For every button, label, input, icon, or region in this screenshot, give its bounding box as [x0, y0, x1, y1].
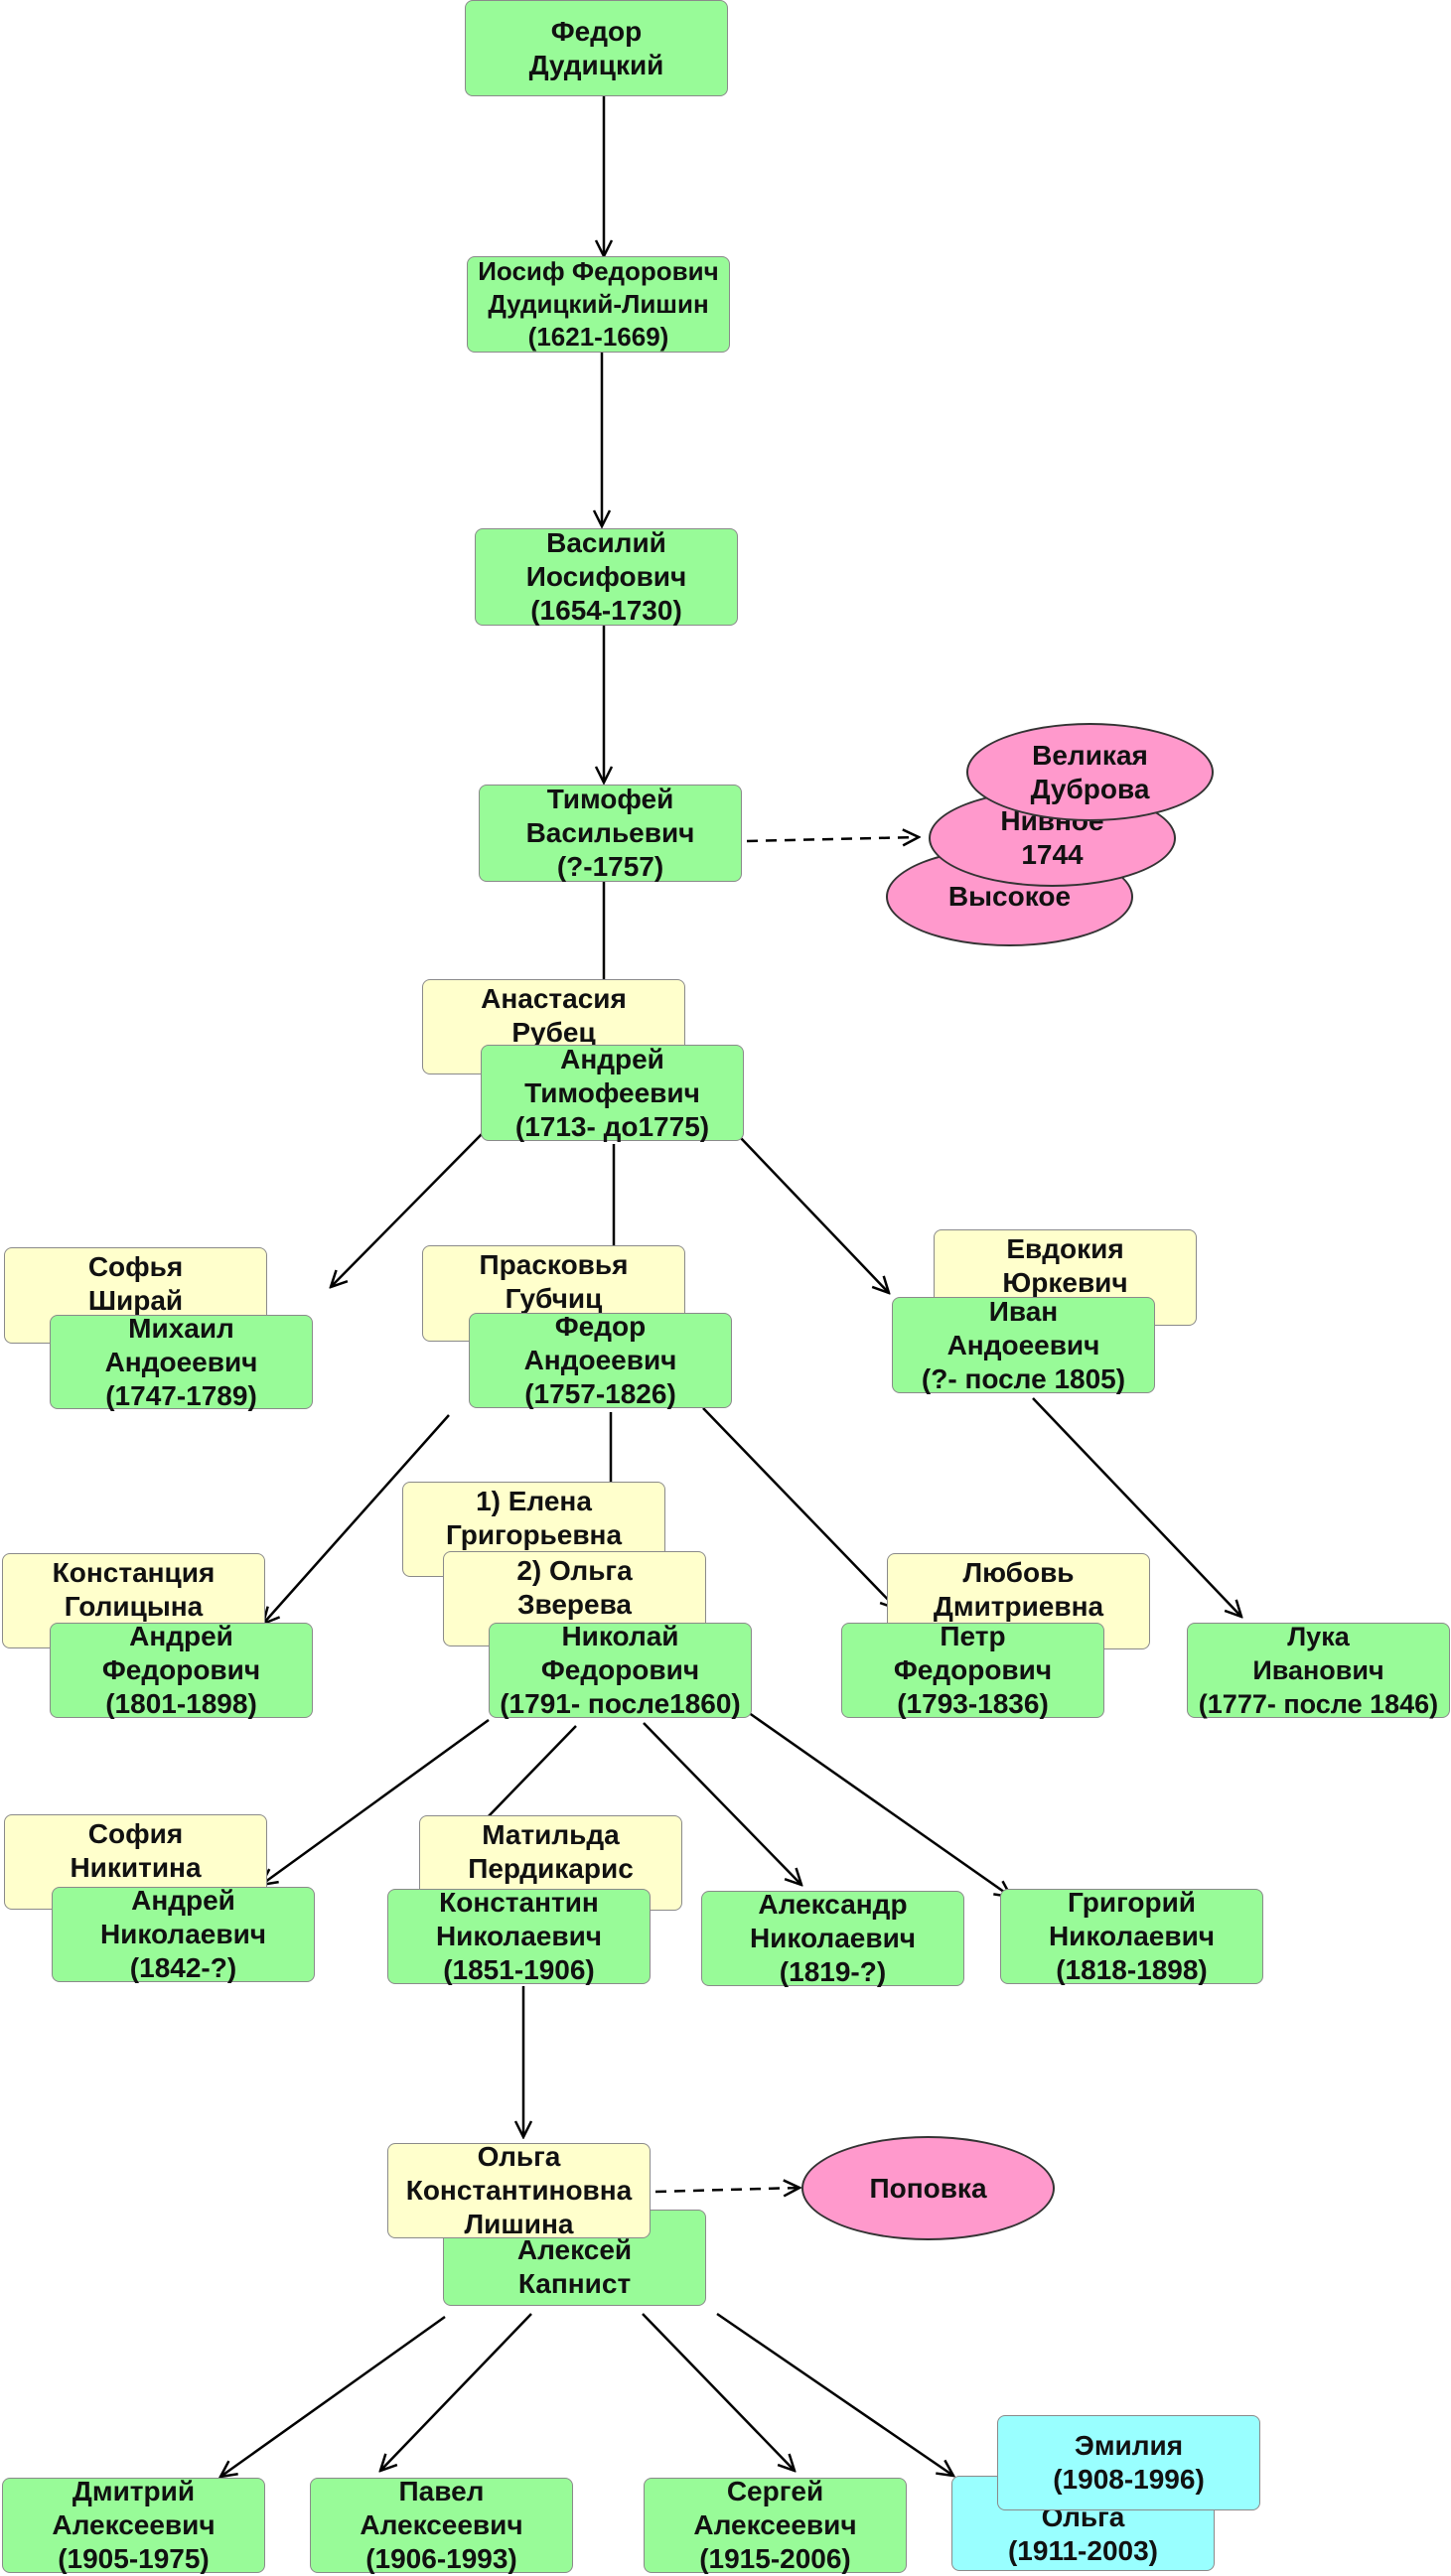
- spouse-praskovya: Прасковья Губчиц: [422, 1245, 685, 1342]
- arrow-aleksey-to-pavel: [380, 2313, 532, 2471]
- arrow-ivan-to-luka: [1032, 1397, 1241, 1617]
- person-nikolay: Николай Федорович (1791- после1860): [489, 1621, 752, 1719]
- place-popovka: Поповка: [801, 2136, 1055, 2240]
- arrow-aleksey-to-sergey: [642, 2313, 795, 2471]
- arrow-nikolay-to-grigoriy: [744, 1708, 1011, 1897]
- arrow-andrey-to-ivan: [739, 1136, 889, 1293]
- person-luka: Лука Иванович (1777- после 1846): [1187, 1622, 1450, 1719]
- person-iosif: Иосиф Федорович Дудицкий-Лишин (1621-166…: [467, 256, 730, 353]
- person-dmitriy: Дмитрий Алексеевич (1905-1975): [2, 2476, 265, 2574]
- person-mikhail: Михаил Андоеевич (1747-1789): [50, 1313, 313, 1411]
- person-fedor-a: Федор Андоеевич (1757-1826): [469, 1311, 732, 1409]
- person-timofey: Тимофей Васильевич (?-1757): [479, 784, 742, 882]
- arrow-aleksey-to-olga: [716, 2312, 953, 2476]
- person-andrey-t: Андрей Тимофеевич (1713- до1775): [481, 1044, 744, 1142]
- person-konstantin: Константин Николаевич (1851-1906): [387, 1887, 651, 1985]
- person-emilia: Эмилия (1908-1996): [997, 2415, 1260, 2510]
- dashed-arrow-timofey-to-places: [746, 837, 919, 841]
- arrow-fedor-to-andrey-f: [263, 1414, 450, 1624]
- person-sergey: Сергей Алексеевич (1915-2006): [644, 2476, 907, 2574]
- arrow-aleksey-to-dmitriy: [220, 2315, 446, 2477]
- place-velikaya-dubrova: Великая Дуброва: [966, 723, 1214, 821]
- person-petr: Петр Федорович (1793-1836): [841, 1621, 1104, 1719]
- person-andrey-f: Андрей Федорович (1801-1898): [50, 1621, 313, 1719]
- arrow-fedor-to-petr: [702, 1407, 897, 1609]
- arrow-nikolay-to-andrey-n: [261, 1718, 490, 1885]
- person-fedor-dudickiy: Федор Дудицкий: [465, 0, 728, 96]
- arrow-nikolay-to-aleksandr: [643, 1722, 801, 1885]
- arrow-andrey-to-mikhail: [331, 1133, 483, 1287]
- person-pavel: Павел Алексеевич (1906-1993): [310, 2476, 573, 2574]
- person-grigoriy: Григорий Николаевич (1818-1898): [1000, 1887, 1263, 1985]
- person-vasiliy: Василий Иосифович (1654-1730): [475, 527, 738, 626]
- person-ivan: Иван Андоеевич (?- после 1805): [892, 1296, 1155, 1394]
- person-andrey-n: Андрей Николаевич (1842-?): [52, 1885, 315, 1983]
- person-olga-k: Ольга Константиновна Лишина: [387, 2141, 651, 2239]
- person-aleksandr: Александр Николаевич (1819-?): [701, 1889, 964, 1987]
- dashed-arrow-olga-to-popovka: [654, 2188, 799, 2192]
